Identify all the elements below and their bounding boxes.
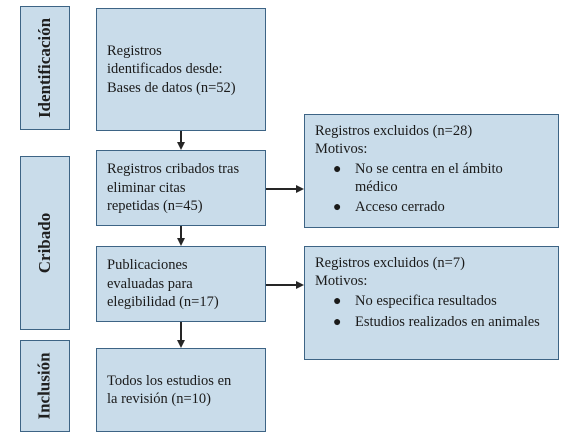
- bullet-icon: ●: [333, 294, 342, 309]
- identified-line-3: Bases de datos (n=52): [107, 79, 236, 96]
- bullet-icon: ●: [333, 314, 342, 330]
- excluded-1-reason: ●Acceso cerrado: [333, 199, 445, 215]
- eligibility-line-3: elegibilidad (n=17): [107, 294, 219, 311]
- connector-screened-eligibility: [180, 226, 182, 238]
- eligibility-line-2: evaluadas para: [107, 275, 193, 292]
- screened-line-1: Registros cribados tras: [107, 161, 240, 178]
- bullet-icon: ●: [333, 162, 342, 177]
- excluded-1-title: Registros excluidos (n=28): [315, 123, 473, 139]
- excluded-records-box-1: Registros excluidos (n=28) Motivos: ●No …: [304, 114, 559, 228]
- identified-line-1: Registros: [107, 42, 162, 59]
- connector-screened-excluded: [266, 188, 296, 190]
- arrow-down-icon: [176, 238, 185, 246]
- phase-screening-label: Cribado: [35, 212, 54, 274]
- eligibility-box: Publicaciones evaluadas para elegibilida…: [96, 246, 266, 322]
- arrow-down-icon: [176, 340, 185, 348]
- connector-eligibility-included: [180, 322, 182, 340]
- phase-identification-label: Identificación: [35, 17, 55, 119]
- excluded-2-reason: ●Estudios realizados en animales: [333, 313, 540, 330]
- excluded-1-reason: ●No se centra en el ámbito médico: [333, 161, 503, 195]
- included-line-1: Todos los estudios en: [107, 372, 232, 389]
- included-studies-box: Todos los estudios en la revisión (n=10): [96, 348, 266, 432]
- excluded-2-reasons-label: Motivos:: [315, 272, 368, 289]
- excluded-2-title: Registros excluidos (n=7): [315, 255, 465, 271]
- phase-inclusion: Inclusión: [20, 340, 70, 432]
- screened-records-box: Registros cribados tras eliminar citas r…: [96, 150, 266, 226]
- connector-eligibility-excluded: [266, 284, 296, 286]
- eligibility-line-1: Publicaciones: [107, 257, 188, 274]
- phase-identification: Identificación: [20, 6, 70, 130]
- screened-line-2: eliminar citas: [107, 179, 186, 196]
- screened-line-3: repetidas (n=45): [107, 198, 203, 215]
- excluded-1-reasons-list: ●No se centra en el ámbito médico ●Acces…: [315, 161, 548, 217]
- arrow-right-icon: [296, 184, 304, 193]
- phase-inclusion-label: Inclusión: [35, 352, 54, 420]
- bullet-icon: ●: [333, 200, 342, 215]
- phase-screening: Cribado: [20, 156, 70, 330]
- excluded-records-box-2: Registros excluidos (n=7) Motivos: ●No e…: [304, 246, 559, 360]
- arrow-right-icon: [296, 280, 304, 289]
- identified-records-box: Registros identificados desde: Bases de …: [96, 8, 266, 131]
- excluded-1-reasons-label: Motivos:: [315, 140, 368, 157]
- connector-identified-screened: [180, 131, 182, 142]
- excluded-2-reason: ●No especifica resultados: [333, 293, 497, 309]
- excluded-2-reasons-list: ●No especifica resultados ●Estudios real…: [315, 293, 548, 331]
- included-line-2: la revisión (n=10): [107, 391, 212, 407]
- identified-line-2: identificados desde:: [107, 61, 223, 78]
- arrow-down-icon: [176, 142, 185, 150]
